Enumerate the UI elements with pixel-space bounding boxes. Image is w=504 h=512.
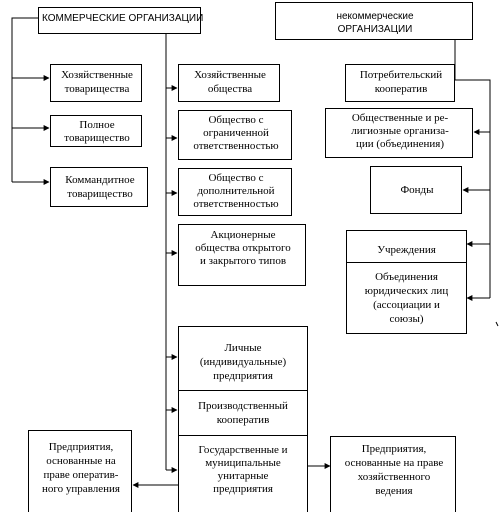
- economic-societies-line2: общества: [207, 83, 253, 95]
- alc-box: Общество с дополнительной ответственност…: [178, 168, 292, 216]
- full-partnership-box: Полное товарищество: [50, 115, 142, 147]
- economic-mgmt-line2: основанные на праве: [344, 457, 444, 469]
- state-line1: Государственные и: [198, 444, 288, 456]
- institutions-divider: [346, 262, 467, 263]
- llc-line3: ответственностью: [193, 140, 279, 152]
- full-partnership-line1: Полное: [79, 119, 115, 131]
- institutions-label: Учреждения: [377, 244, 436, 256]
- consumer-coop-box: Потребительский кооператив: [345, 64, 455, 102]
- associations-line3: (ассоциации и: [373, 299, 440, 311]
- stack-divider-1: [178, 390, 308, 391]
- tick-mark: [495, 321, 499, 327]
- limited-partnership-line1: Коммандитное: [65, 174, 135, 186]
- funds-label: Фонды: [400, 184, 434, 196]
- llc-line2: ограниченной: [203, 127, 269, 139]
- funds-box: Фонды: [370, 166, 462, 214]
- personal-enterprise-cell: Личные (индивидуальные) предприятия: [178, 326, 308, 390]
- consumer-coop-line2: кооператив: [374, 83, 428, 95]
- economic-management-box: Предприятия, основанные на праве хозяйст…: [330, 436, 456, 512]
- jsc-line1: Акционерные: [210, 229, 276, 241]
- operational-line4: ного управления: [42, 483, 120, 495]
- personal-line2: (индивидуальные): [199, 356, 287, 368]
- economic-partnerships-line2: товарищества: [64, 83, 130, 95]
- left-trunk: [11, 17, 38, 182]
- associations-line4: союзы): [389, 313, 424, 325]
- personal-line1: Личные: [224, 342, 262, 354]
- jsc-line2: общества открытого: [195, 242, 291, 254]
- full-partnership-line2: товарищество: [64, 132, 130, 144]
- noncommercial-header-box: некоммерческие ОРГАНИЗАЦИИ: [275, 2, 473, 40]
- stack-divider-2: [178, 435, 308, 436]
- public-religious-box: Общественные и ре- лигиозные организа- ц…: [325, 108, 473, 158]
- associations-line1: Объединения: [375, 271, 438, 283]
- public-religious-line1: Общественные и ре-: [351, 112, 449, 124]
- economic-mgmt-line4: ведения: [375, 485, 413, 497]
- economic-partnerships-box: Хозяйственные товарищества: [50, 64, 142, 102]
- llc-line1: Общество с: [208, 114, 264, 126]
- limited-partnership-line2: товарищество: [67, 188, 133, 200]
- economic-societies-line1: Хозяйственные: [194, 69, 266, 81]
- economic-mgmt-line1: Предприятия,: [361, 443, 427, 455]
- institutions-associations-box: [346, 230, 467, 334]
- jsc-line3: и закрытого типов: [199, 255, 287, 267]
- alc-line3: ответственностью: [193, 198, 279, 210]
- economic-societies-box: Хозяйственные общества: [178, 64, 280, 102]
- operational-line3: праве оператив-: [43, 469, 119, 481]
- state-enterprise-cell: Государственные и муниципальные унитарны…: [178, 436, 308, 512]
- operational-line2: основанные на: [46, 455, 116, 467]
- public-religious-line3: ции (объединения): [355, 138, 445, 150]
- noncommercial-header-line2: ОРГАНИЗАЦИИ: [337, 24, 413, 35]
- alc-line2: дополнительной: [197, 185, 275, 197]
- commercial-header-box: КОММЕРЧЕСКИЕ ОРГАНИЗАЦИИ: [38, 7, 204, 34]
- personal-line3: предприятия: [213, 370, 273, 382]
- alc-line1: Общество с: [208, 172, 264, 184]
- llc-box: Общество с ограниченной ответственностью: [178, 110, 292, 160]
- limited-partnership-box: Коммандитное товарищество: [50, 167, 148, 207]
- coop-line2: кооператив: [216, 414, 270, 426]
- public-religious-line2: лигиозные организа-: [351, 125, 449, 137]
- noncommercial-header-line1: некоммерческие: [336, 11, 414, 22]
- right-trunk: [454, 40, 491, 298]
- economic-mgmt-line3: хозяйственного: [357, 471, 431, 483]
- coop-line1: Производственный: [198, 400, 288, 412]
- state-line3: унитарные: [217, 470, 269, 482]
- state-line2: муниципальные: [205, 457, 281, 469]
- jsc-box: Акционерные общества открытого и закрыто…: [178, 224, 306, 286]
- operational-management-box: Предприятия, основанные на праве операти…: [28, 430, 132, 512]
- economic-partnerships-line1: Хозяйственные: [61, 69, 133, 81]
- state-line4: предприятия: [213, 483, 273, 495]
- enterprises-stack: [178, 326, 308, 512]
- associations-line2: юридических лиц: [364, 285, 449, 297]
- operational-line1: Предприятия,: [48, 441, 114, 453]
- coop-cell: Производственный кооператив: [178, 391, 308, 435]
- commercial-header: КОММЕРЧЕСКИЕ ОРГАНИЗАЦИИ: [42, 13, 204, 24]
- consumer-coop-line1: Потребительский: [359, 69, 443, 81]
